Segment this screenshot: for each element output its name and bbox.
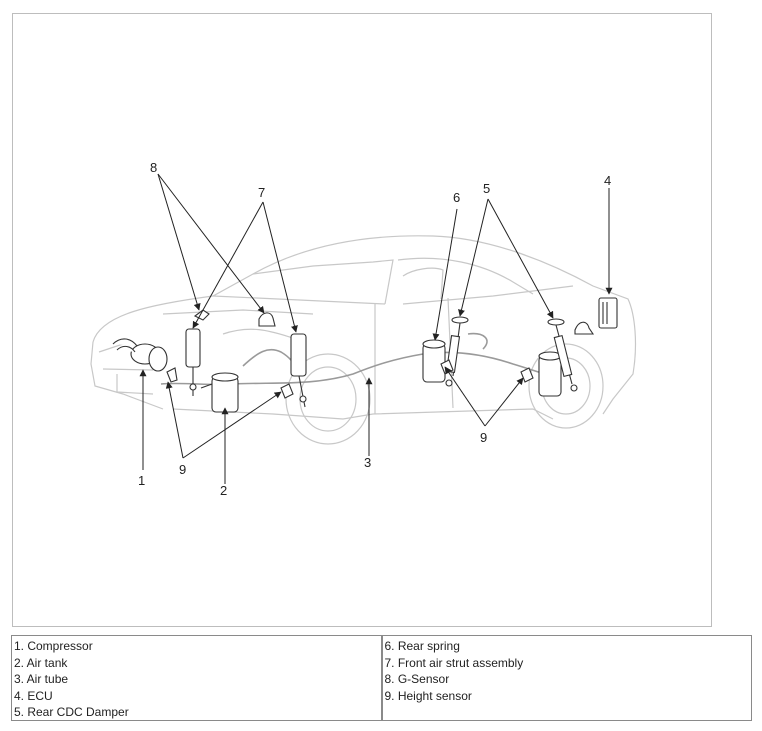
legend-item: 6. Rear spring	[384, 639, 460, 653]
rear-spring-right	[538, 351, 562, 397]
callout-labels: 8 7 6 5 4 1 2 3 9 9	[138, 160, 611, 498]
height-sensor-rear-right	[520, 367, 534, 383]
legend-column-left: 1. Compressor 2. Air tank 3. Air tube 4.…	[12, 636, 381, 720]
ecu	[598, 297, 618, 329]
legend-item: 3. Air tube	[14, 672, 69, 687]
callout-3: 3	[364, 455, 371, 470]
components	[112, 297, 618, 413]
legend-item: 4. ECU	[14, 688, 53, 703]
legend-item: 8. G-Sensor	[384, 672, 450, 687]
callout-2: 2	[220, 483, 227, 498]
callout-9-rear: 9	[480, 430, 487, 445]
callout-8: 8	[150, 160, 157, 175]
callout-6: 6	[453, 190, 460, 205]
callout-5: 5	[483, 181, 490, 196]
leader-lines	[139, 173, 613, 484]
callout-9-front: 9	[179, 462, 186, 477]
compressor	[112, 338, 168, 372]
height-sensor-front-left	[166, 367, 178, 383]
g-sensor-right	[258, 312, 276, 327]
height-sensor-front-right	[280, 383, 294, 399]
legend-column-right: 6. Rear spring 7. Front air strut assemb…	[380, 636, 752, 720]
diagram-frame: 8 7 6 5 4 1 2 3 9 9	[12, 13, 712, 627]
callout-1: 1	[138, 473, 145, 488]
legend-table: 1. Compressor 2. Air tank 3. Air tube 4.…	[11, 635, 752, 721]
air-suspension-diagram: 8 7 6 5 4 1 2 3 9 9	[90, 160, 637, 498]
legend-item: 2. Air tank	[14, 655, 68, 670]
legend-item: 1. Compressor	[14, 639, 93, 653]
air-tank	[200, 372, 239, 413]
callout-7: 7	[258, 185, 265, 200]
legend-item: 7. Front air strut assembly	[384, 655, 524, 670]
callout-4: 4	[604, 173, 611, 188]
front-air-strut-left	[185, 328, 201, 396]
legend-item: 9. Height sensor	[384, 688, 472, 703]
rear-bracket	[574, 321, 595, 335]
rear-spring-left	[422, 339, 446, 383]
legend-item: 5. Rear CDC Damper	[14, 705, 129, 720]
front-air-strut-right	[290, 333, 307, 408]
rear-cdc-damper-right	[547, 318, 578, 392]
car-outline	[90, 235, 637, 445]
